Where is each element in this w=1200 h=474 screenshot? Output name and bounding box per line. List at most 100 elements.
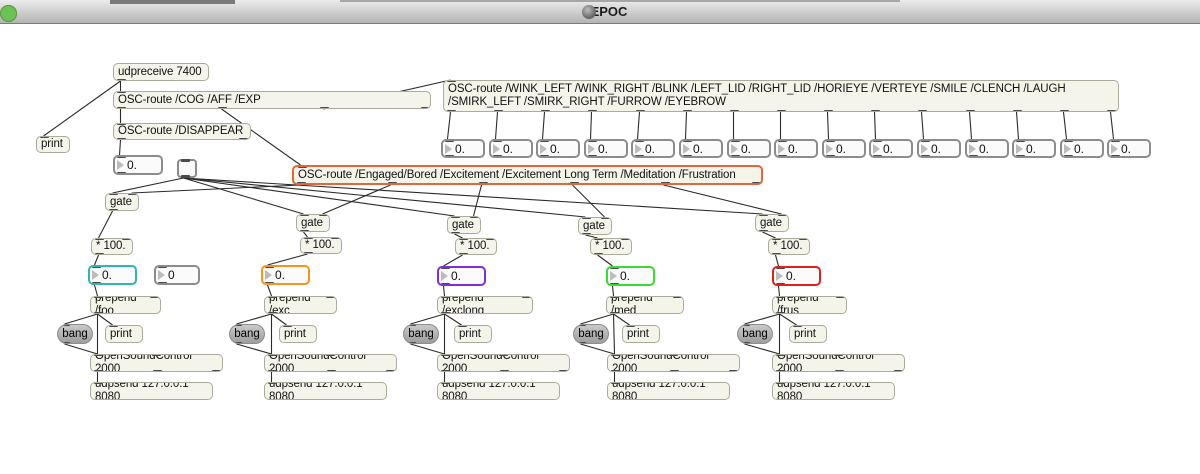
patch-cord[interactable] [762,231,776,239]
number-box-expression[interactable]: 0. [631,139,675,158]
message-box-bang[interactable]: bang [57,324,93,344]
patch-cord[interactable] [131,184,300,194]
object-box-osc-route-affect[interactable]: OSC-route /Engaged/Bored /Excitement /Ex… [292,165,763,185]
patch-cord[interactable] [93,254,100,266]
object-box-gate[interactable]: gate [578,217,612,235]
patch-cord[interactable] [684,111,688,140]
patch-cord[interactable] [873,111,877,140]
object-box-print[interactable]: print [789,325,827,343]
number-box-expression[interactable]: 0. [584,139,628,158]
patch-cord[interactable] [454,233,463,239]
patch-cord[interactable] [580,343,615,355]
patch-cord[interactable] [541,111,546,140]
patch-cord[interactable] [97,313,113,326]
number-box-expression[interactable]: 0. [869,139,913,158]
patch-cord[interactable] [64,343,98,355]
object-box-opensoundcontrol[interactable]: OpenSoundControl 2000 [90,354,223,372]
object-box-multiply[interactable]: * 100. [590,238,632,255]
patch-cord[interactable] [744,313,780,325]
patch-cord[interactable] [446,111,452,140]
patch-cord[interactable] [183,177,455,217]
object-box-prepend-foo[interactable]: prepend /foo [90,296,161,314]
patch-cord[interactable] [98,210,113,239]
patch-cord[interactable] [1109,111,1115,140]
object-box-udpsend[interactable]: udpsend 127.0.0.1 8080 [90,382,213,400]
title-bar[interactable]: EPOC [0,0,1200,24]
number-box-expression[interactable]: 0. [489,139,533,158]
number-box-excitement-long[interactable]: 0. [437,266,486,286]
object-box-multiply[interactable]: * 100. [455,238,497,255]
patch-cord[interactable] [236,343,272,355]
object-box-prepend-frus[interactable]: prepend /frus [772,296,847,314]
patch-cord[interactable] [472,184,483,217]
patch-cord[interactable] [613,313,630,326]
number-box-foo[interactable]: 0. [88,265,137,285]
object-box-osc-route-expressions[interactable]: OSC-route /WINK_LEFT /WINK_RIGHT /BLINK … [443,80,1119,112]
patch-cord[interactable] [183,177,586,218]
object-box-opensoundcontrol[interactable]: OpenSoundControl 2000 [264,354,397,372]
patch-cord[interactable] [580,313,614,325]
number-box-expression[interactable]: 0. [1107,139,1151,158]
patch-cord[interactable] [611,285,615,297]
object-box-udpsend[interactable]: udpsend 127.0.0.1 8080 [437,382,560,400]
patch-cord[interactable] [112,177,184,194]
number-box-meditation[interactable]: 0. [606,266,655,286]
patch-cord[interactable] [494,111,499,140]
patch-cord[interactable] [920,111,925,140]
object-box-prepend-exclong[interactable]: prepend /exclong [437,296,533,314]
patch-cord[interactable] [443,254,463,267]
object-box-udpreceive[interactable]: udpreceive 7400 [113,63,209,81]
number-box-expression[interactable]: 0. [1060,139,1104,158]
number-box-excitement[interactable]: 0. [261,265,310,285]
patch-cord[interactable] [183,177,763,215]
patch-cord[interactable] [572,184,605,218]
patch-cord[interactable] [444,313,462,326]
object-box-gate[interactable]: gate [447,216,481,234]
patch-cord[interactable] [585,234,598,239]
message-box-bang[interactable]: bang [229,324,265,344]
object-box-print[interactable]: print [279,325,317,343]
object-box-multiply[interactable]: * 100. [91,238,133,255]
object-box-udpsend[interactable]: udpsend 127.0.0.1 8080 [264,382,387,400]
patch-cord[interactable] [93,284,99,297]
number-box-disappear[interactable]: 0. [113,155,163,175]
object-box-opensoundcontrol[interactable]: OpenSoundControl 2000 [437,354,570,372]
patch-cord[interactable] [303,231,308,238]
patch-cord[interactable] [410,313,445,325]
patch-cord[interactable] [266,284,273,297]
object-box-udpsend[interactable]: udpsend 127.0.0.1 8080 [607,382,730,400]
patch-cord[interactable] [236,313,272,325]
message-box-bang[interactable]: bang [403,324,439,344]
object-box-print[interactable]: print [622,325,660,343]
patch-cord[interactable] [271,313,287,326]
toggle-box[interactable] [177,159,197,178]
patch-cord[interactable] [410,343,445,355]
patch-cord[interactable] [744,343,780,355]
object-box-print[interactable]: print [36,136,70,153]
object-box-prepend-med[interactable]: prepend /med [606,296,684,314]
patch-cord[interactable] [968,111,973,140]
patch-cord[interactable] [777,285,781,297]
patch-cord[interactable] [612,313,616,355]
message-box-bang[interactable]: bang [737,324,773,344]
number-box-frustration[interactable]: 0. [772,266,821,286]
patch-cord[interactable] [267,253,308,266]
object-box-osc-route-cog-aff-exp[interactable]: OSC-route /COG /AFF /EXP [113,91,431,109]
number-box-expression[interactable]: 0. [679,139,723,158]
patch-cord[interactable] [43,80,121,137]
object-box-print[interactable]: print [454,325,492,343]
zoom-button[interactable] [0,5,17,22]
patch-cord[interactable] [64,313,98,325]
object-box-gate[interactable]: gate [105,193,139,211]
patch-cord[interactable] [636,111,641,140]
number-box-expression[interactable]: 0. [822,139,866,158]
object-box-udpsend[interactable]: udpsend 127.0.0.1 8080 [772,382,895,400]
patch-cord[interactable] [779,313,797,326]
number-box-expression[interactable]: 0. [1012,139,1056,158]
patch-cord[interactable] [118,139,122,156]
object-box-multiply[interactable]: * 100. [300,237,342,254]
patch-cord[interactable] [774,254,780,267]
object-box-opensoundcontrol[interactable]: OpenSoundControl 2000 [772,354,905,372]
number-box-expression[interactable]: 0. [441,139,485,158]
object-box-gate[interactable]: gate [296,214,330,232]
